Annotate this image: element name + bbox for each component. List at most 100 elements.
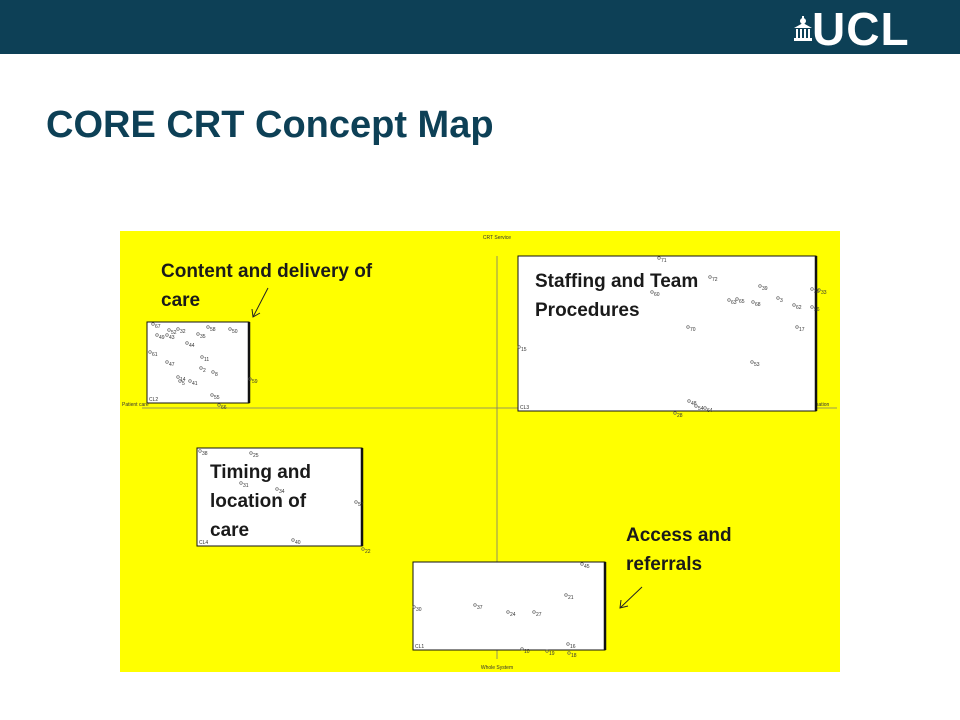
map-point: 31 xyxy=(239,481,249,489)
map-point: 19 xyxy=(545,649,555,657)
point-label: 65 xyxy=(739,299,745,305)
map-point: 16 xyxy=(566,642,576,650)
concept-map: CRT Service Whole System Patient care Se… xyxy=(120,231,840,672)
point-marker xyxy=(506,610,510,614)
point-marker xyxy=(165,333,169,337)
map-point: 3 xyxy=(776,296,783,304)
cluster-id-cl4: CL4 xyxy=(199,540,208,546)
point-marker xyxy=(567,651,571,655)
arrow-cl1 xyxy=(619,586,643,609)
map-point: 30 xyxy=(412,605,422,613)
map-point: 28 xyxy=(673,411,683,419)
map-point: 54 xyxy=(694,404,704,412)
map-point: 33 xyxy=(817,288,827,296)
point-marker xyxy=(155,333,159,337)
map-point: 64 xyxy=(703,406,713,414)
map-point: 27 xyxy=(532,610,542,618)
point-label: 41 xyxy=(192,381,198,387)
point-label: 62 xyxy=(796,305,802,311)
point-marker xyxy=(291,538,295,542)
point-label: 63 xyxy=(731,300,737,306)
map-point: 25 xyxy=(249,451,259,459)
axis-label-left: Patient care xyxy=(122,402,149,408)
point-marker xyxy=(517,345,521,349)
ucl-logo: UCL xyxy=(792,3,942,55)
map-point: 57 xyxy=(354,500,364,508)
point-label: 55 xyxy=(214,395,220,401)
point-label: 56 xyxy=(814,307,820,313)
point-label: 16 xyxy=(570,644,576,650)
cluster-label-cl1-line1: Access and xyxy=(626,525,732,546)
portico-icon xyxy=(794,16,812,41)
map-point: 8 xyxy=(211,370,218,378)
point-marker xyxy=(148,350,152,354)
point-label: 36 xyxy=(814,289,820,295)
point-label: 28 xyxy=(677,413,683,419)
map-point: 53 xyxy=(750,360,760,368)
map-point: 17 xyxy=(795,325,805,333)
point-label: 27 xyxy=(536,612,542,618)
cluster-id-cl1: CL1 xyxy=(415,644,424,650)
point-marker xyxy=(673,411,677,415)
point-marker xyxy=(412,605,416,609)
slide-title: CORE CRT Concept Map xyxy=(46,104,494,146)
map-point: 43 xyxy=(165,333,175,341)
map-point: 71 xyxy=(657,256,667,264)
point-marker xyxy=(792,303,796,307)
point-marker xyxy=(708,275,712,279)
point-label: 67 xyxy=(155,324,161,330)
point-label: 14 xyxy=(180,377,186,383)
point-marker xyxy=(686,325,690,329)
map-point: 47 xyxy=(165,360,175,368)
point-label: 68 xyxy=(755,302,761,308)
point-marker xyxy=(239,481,243,485)
point-marker xyxy=(735,297,739,301)
point-marker xyxy=(776,296,780,300)
point-marker xyxy=(687,399,691,403)
point-label: 52 xyxy=(171,330,177,336)
map-point: 5 xyxy=(178,379,185,387)
cluster-box-cl4 xyxy=(196,447,363,547)
cluster-label-cl2: Content and delivery of care xyxy=(161,257,372,315)
point-marker xyxy=(694,404,698,408)
cluster-label-cl3-line1: Staffing and Team xyxy=(535,271,699,292)
point-label: 60 xyxy=(654,292,660,298)
cluster-box-cl1 xyxy=(412,561,606,651)
point-marker xyxy=(196,332,200,336)
map-point: 32 xyxy=(176,327,186,335)
map-point: 52 xyxy=(167,328,177,336)
point-marker xyxy=(580,562,584,566)
point-label: 47 xyxy=(169,362,175,368)
point-label: 5 xyxy=(182,381,185,387)
logo-text: UCL xyxy=(812,3,910,55)
point-marker xyxy=(566,642,570,646)
point-marker xyxy=(520,647,524,651)
point-label: 71 xyxy=(661,258,667,264)
point-marker xyxy=(650,290,654,294)
point-marker xyxy=(810,287,814,291)
point-marker xyxy=(185,341,189,345)
point-label: 2 xyxy=(203,368,206,374)
map-point: 45 xyxy=(580,562,590,570)
map-point: 24 xyxy=(506,610,516,618)
map-point: 59 xyxy=(248,377,258,385)
point-label: 49 xyxy=(159,335,165,341)
point-marker xyxy=(275,487,279,491)
cluster-label-cl2-line2: care xyxy=(161,290,201,311)
cluster-id-cl3: CL3 xyxy=(520,405,529,411)
arrow-cl2 xyxy=(251,287,269,318)
point-marker xyxy=(249,451,253,455)
point-label: 50 xyxy=(232,329,238,335)
map-point: 21 xyxy=(564,593,574,601)
point-marker xyxy=(703,406,707,410)
point-label: 21 xyxy=(568,595,574,601)
cluster-label-cl1: Access and referrals xyxy=(626,521,732,579)
point-label: 59 xyxy=(252,379,258,385)
map-point: 39 xyxy=(758,284,768,292)
map-point: 34 xyxy=(275,487,285,495)
map-point: 70 xyxy=(686,325,696,333)
map-point: 37 xyxy=(473,603,483,611)
point-label: 72 xyxy=(712,277,718,283)
header-bar: UCL xyxy=(0,0,960,55)
point-label: 22 xyxy=(365,549,371,555)
